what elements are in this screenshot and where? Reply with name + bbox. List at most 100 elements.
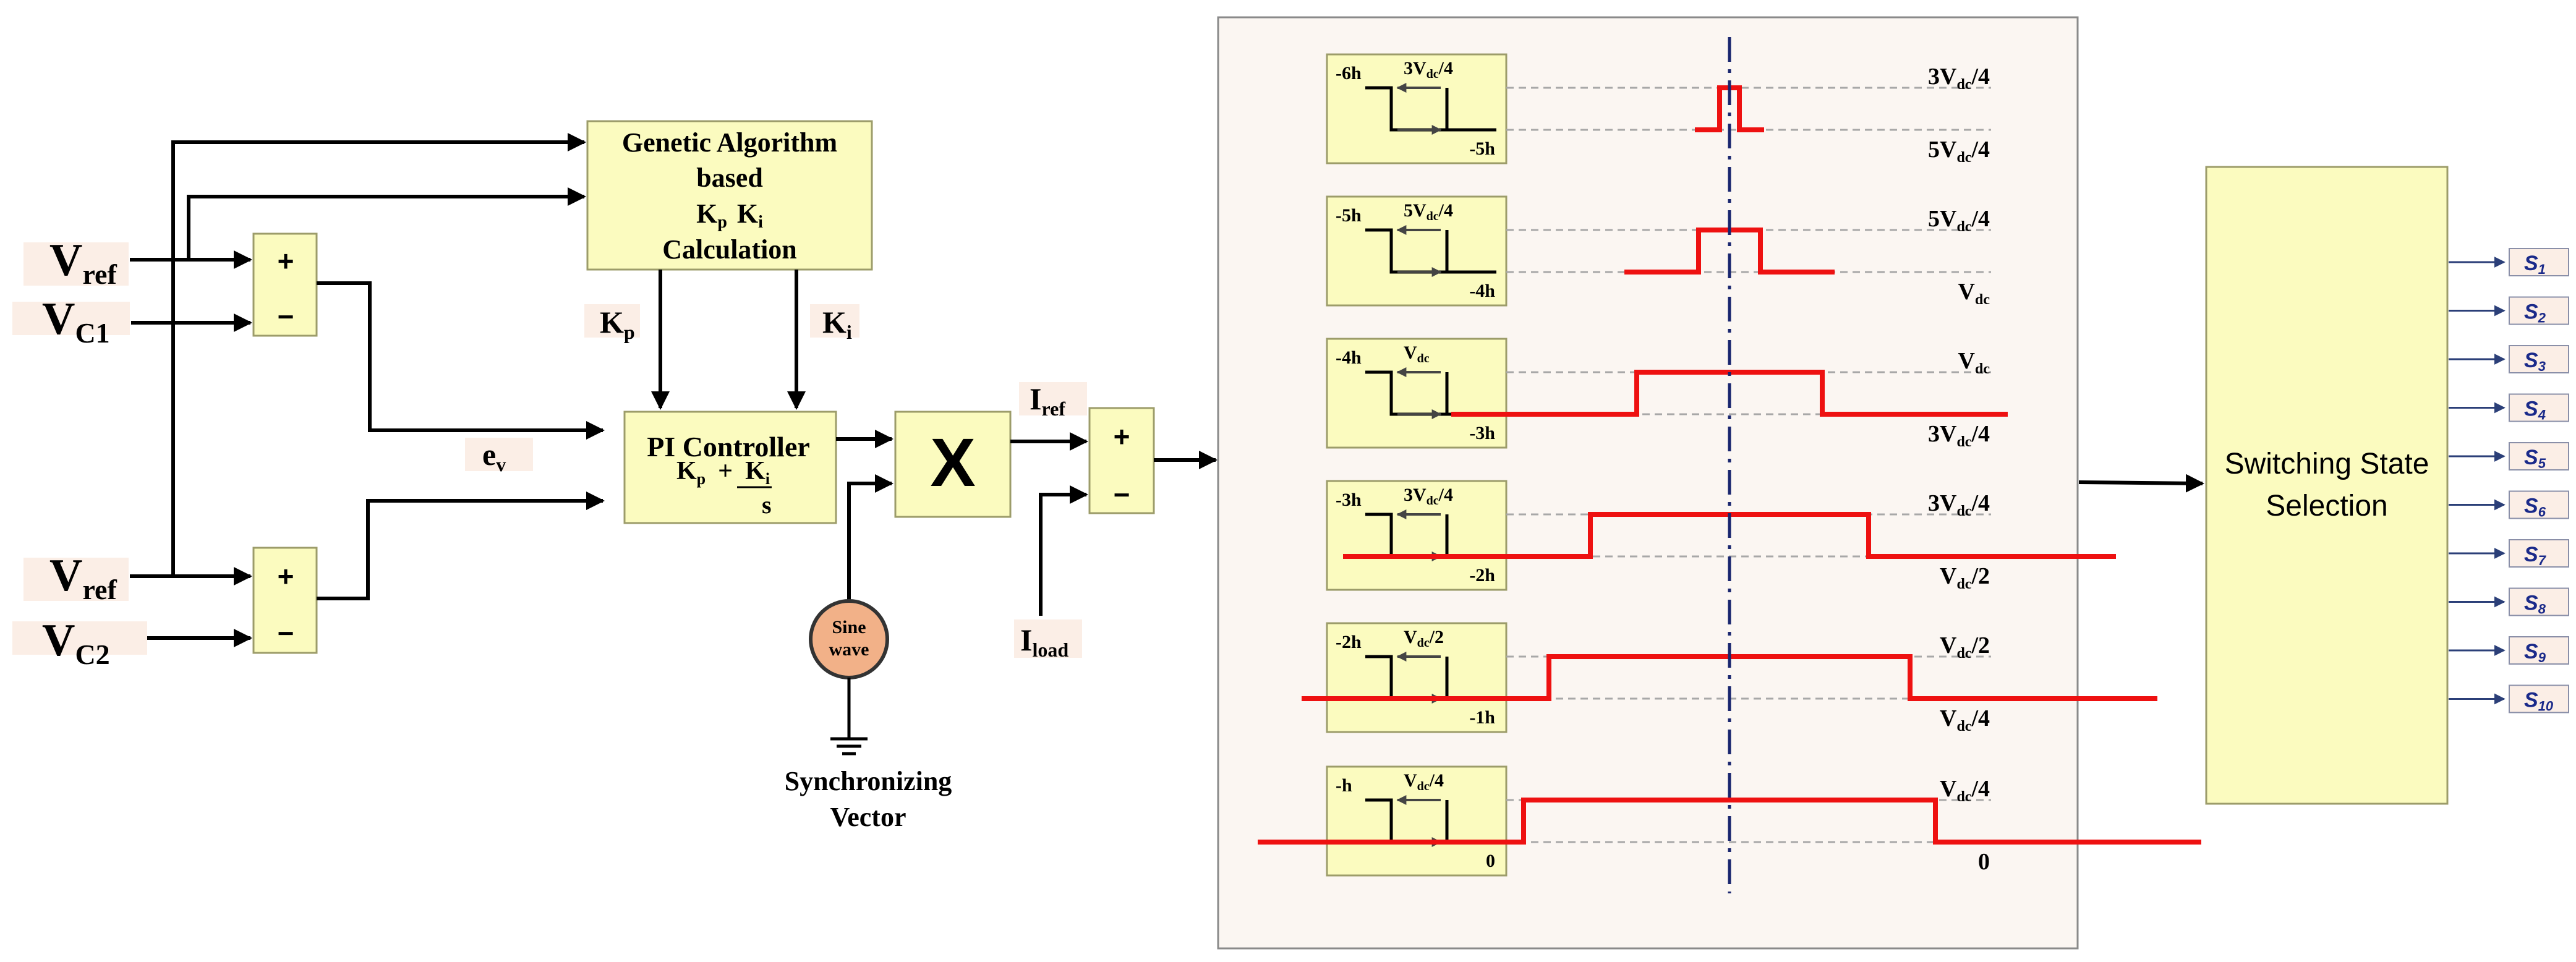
- switch-output-4: S4: [2449, 393, 2569, 423]
- output-tag: [2509, 636, 2569, 665]
- ga-title-line1: Genetic Algorithm: [622, 127, 837, 158]
- switching-title-line1: Switching State: [2225, 448, 2429, 480]
- kp-label: Kp: [600, 305, 635, 343]
- hysteresis-icon-box: [1326, 338, 1508, 449]
- hysteresis-loop-icon: [1365, 225, 1496, 277]
- band-upper-index: -3h: [1336, 490, 1362, 510]
- band-upper-index: -2h: [1336, 632, 1362, 652]
- output-label: S9: [2524, 640, 2546, 665]
- band-lower-index: -1h: [1469, 707, 1495, 728]
- pi-denominator: s: [762, 491, 772, 519]
- hysteresis-icon-box: [1326, 195, 1508, 307]
- vref-bottom-label: Vref: [49, 550, 117, 605]
- upper-threshold-label: 3Vdc/4: [1928, 64, 1990, 93]
- switching-pulse: [1258, 798, 2201, 845]
- output-label: S5: [2524, 446, 2546, 471]
- summer-bottom-plus: +: [278, 560, 294, 592]
- input-wires: [130, 133, 586, 647]
- output-tag: [2509, 442, 2569, 470]
- hysteresis-icon-box: [1326, 765, 1508, 877]
- iref-label: Iref: [1030, 381, 1065, 420]
- lower-threshold-label: 5Vdc/4: [1928, 137, 1990, 166]
- level-row-6: -h 0 Vdc/4 Vdc/4 0: [1258, 765, 2201, 877]
- hysteresis-icon-box: [1326, 53, 1508, 164]
- ev-label-bg: [465, 438, 533, 471]
- ki-label-bg: [810, 304, 859, 338]
- band-lower-index: 0: [1486, 851, 1495, 871]
- band-voltage-label: Vdc/4: [1404, 770, 1444, 793]
- switch-output-10: S10: [2449, 684, 2569, 714]
- output-tag: [2509, 490, 2569, 519]
- output-tag: [2509, 296, 2569, 325]
- pi-controller-block: [623, 411, 837, 524]
- summer-top-plus: +: [278, 245, 294, 277]
- switching-state-selection-block: [2205, 166, 2449, 805]
- vref-top-label-bg: [23, 242, 129, 286]
- output-tag: [2509, 539, 2569, 568]
- upper-threshold-label: Vdc/4: [1940, 776, 1990, 805]
- lower-threshold-label: 0: [1978, 849, 1990, 875]
- output-label: S1: [2524, 252, 2546, 277]
- ground-icon: [830, 678, 868, 756]
- hysteresis-loop-icon: [1365, 367, 1496, 419]
- switch-output-2: S2: [2449, 296, 2569, 326]
- ga-title-line2: based: [696, 163, 763, 193]
- kp-label-bg: [584, 304, 640, 338]
- switch-output-7: S7: [2449, 539, 2569, 568]
- lower-threshold-label: Vdc: [1958, 279, 1990, 308]
- band-upper-index: -h: [1336, 775, 1352, 796]
- ev-label: ev: [482, 437, 506, 475]
- output-tag: [2509, 393, 2569, 422]
- switch-output-8: S8: [2449, 587, 2569, 617]
- ev-wire: [317, 281, 605, 440]
- upper-threshold-label: 5Vdc/4: [1928, 206, 1990, 235]
- ga-block: [586, 120, 873, 271]
- output-label: S2: [2524, 300, 2546, 326]
- summer-bottom-minus: −: [278, 617, 294, 649]
- multiplier-label: X: [930, 425, 975, 501]
- sine-wire: [847, 474, 893, 600]
- upper-threshold-label: Vdc: [1958, 348, 1990, 377]
- hysteresis-icon-box: [1326, 480, 1508, 591]
- output-label: S6: [2524, 495, 2546, 520]
- band-voltage-label: Vdc/2: [1404, 627, 1444, 650]
- band-voltage-label: 3Vdc/4: [1404, 58, 1453, 81]
- switching-title-line2: Selection: [2266, 490, 2387, 522]
- vc2-label-bg: [12, 621, 147, 655]
- vc2-label: VC2: [42, 615, 110, 670]
- iload-label-bg: [1014, 619, 1082, 658]
- band-upper-index: -4h: [1336, 347, 1362, 368]
- sine-label-line1: Sine: [832, 617, 866, 637]
- iload-label: Iload: [1020, 623, 1068, 661]
- output-label: S10: [2524, 689, 2554, 714]
- vref-bottom-label-bg: [23, 558, 129, 601]
- band-lower-index: -4h: [1469, 281, 1495, 301]
- lower-threshold-label: 3Vdc/4: [1928, 421, 1990, 450]
- output-tag: [2509, 248, 2569, 276]
- hysteresis-icon-box: [1326, 622, 1508, 733]
- switch-output-3: S3: [2449, 345, 2569, 374]
- upper-threshold-label: 3Vdc/4: [1928, 490, 1990, 519]
- multiplier-block: [894, 411, 1012, 518]
- summer-bottom: [252, 547, 318, 654]
- current-summer: [1088, 407, 1155, 514]
- sine-label-line2: wave: [829, 639, 869, 660]
- switch-output-5: S5: [2449, 442, 2569, 471]
- vc1-label-bg: [12, 302, 130, 335]
- band-upper-index: -5h: [1336, 205, 1362, 226]
- summer-top: [252, 232, 318, 337]
- pi-title: PI Controller: [647, 431, 810, 462]
- band-lower-index: -3h: [1469, 423, 1495, 443]
- output-tag: [2509, 587, 2569, 616]
- lower-threshold-label: Vdc/4: [1940, 705, 1990, 734]
- band-voltage-label: Vdc: [1404, 343, 1430, 365]
- upper-threshold-label: Vdc/2: [1940, 632, 1990, 662]
- switch-output-9: S9: [2449, 636, 2569, 665]
